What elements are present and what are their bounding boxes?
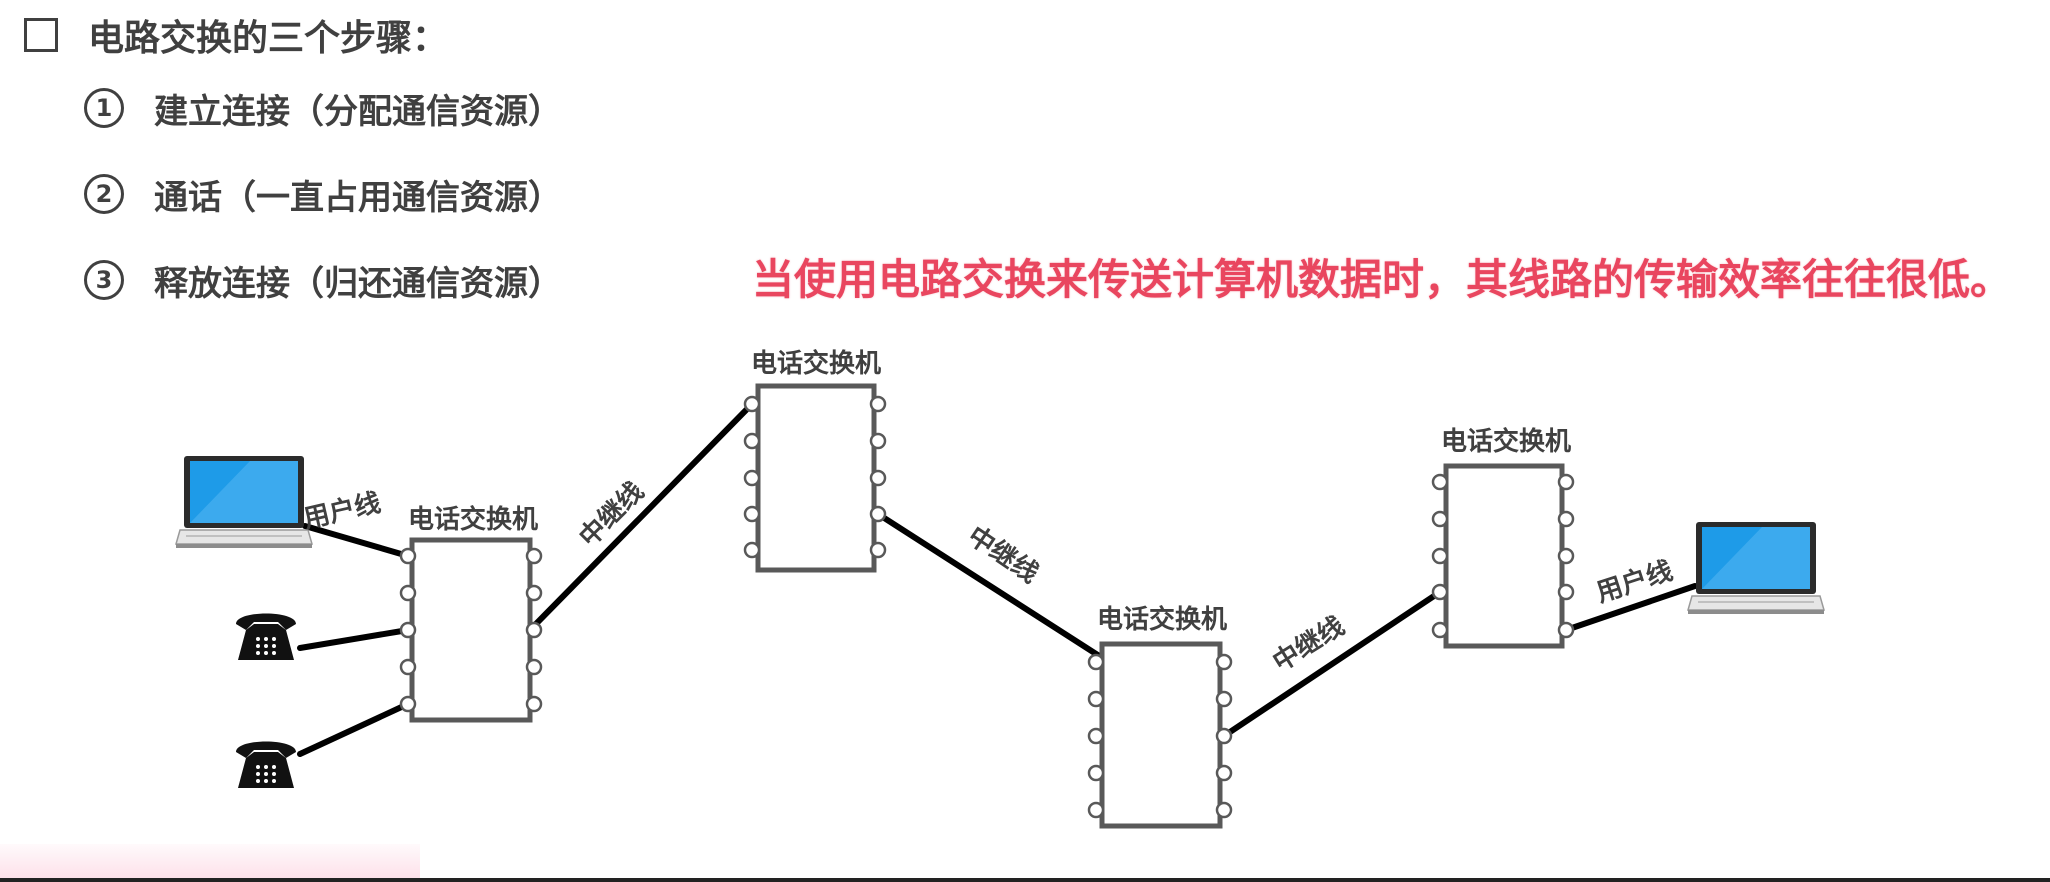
- switch-4-label: 电话交换机: [1441, 426, 1571, 457]
- user-line-phone-1: [297, 627, 411, 651]
- switch-2: 电话交换机: [743, 348, 887, 573]
- circled-number-2-icon: 2: [84, 174, 124, 214]
- step-1-text: 建立连接（分配通信资源）: [154, 91, 562, 132]
- switch-4: 电话交换机: [1431, 426, 1575, 649]
- user-line-laptop: [302, 523, 411, 559]
- circled-number-1-icon: 1: [84, 88, 124, 128]
- switch-3: 电话交换机: [1087, 604, 1233, 829]
- telephone-icon-2: [236, 741, 296, 788]
- switch-2-label: 电话交换机: [751, 348, 881, 379]
- telephone-icon-1: [236, 613, 296, 660]
- step-2-text: 通话（一直占用通信资源）: [154, 177, 562, 218]
- switch-1-label: 电话交换机: [408, 504, 538, 535]
- step-1: 1 建立连接（分配通信资源）: [84, 78, 562, 138]
- switch-3-label: 电话交换机: [1097, 604, 1227, 635]
- switch-1: 电话交换机: [399, 504, 543, 723]
- checkbox-icon: [24, 18, 58, 52]
- bottom-border: [0, 878, 2050, 882]
- laptop-icon-right: [1687, 521, 1825, 615]
- step-3-text: 释放连接（归还通信资源）: [154, 263, 562, 304]
- step-2: 2 通话（一直占用通信资源）: [84, 164, 562, 224]
- step-3: 3 释放连接（归还通信资源）: [84, 250, 562, 310]
- decorative-strip: [0, 844, 420, 878]
- efficiency-note: 当使用电路交换来传送计算机数据时，其线路的传输效率往往很低。: [752, 255, 2013, 304]
- circled-number-3-icon: 3: [84, 260, 124, 300]
- user-line-phone-2: [297, 701, 411, 757]
- user-line-label-right: 用户线: [1593, 555, 1677, 609]
- user-line-label-left: 用户线: [301, 487, 384, 535]
- trunk-label-1: 中继线: [573, 476, 650, 553]
- section-heading: 电路交换的三个步骤：: [24, 10, 448, 60]
- laptop-icon-left: [175, 455, 313, 549]
- trunk-label-3: 中继线: [1267, 610, 1350, 678]
- heading-text: 电路交换的三个步骤：: [88, 18, 449, 59]
